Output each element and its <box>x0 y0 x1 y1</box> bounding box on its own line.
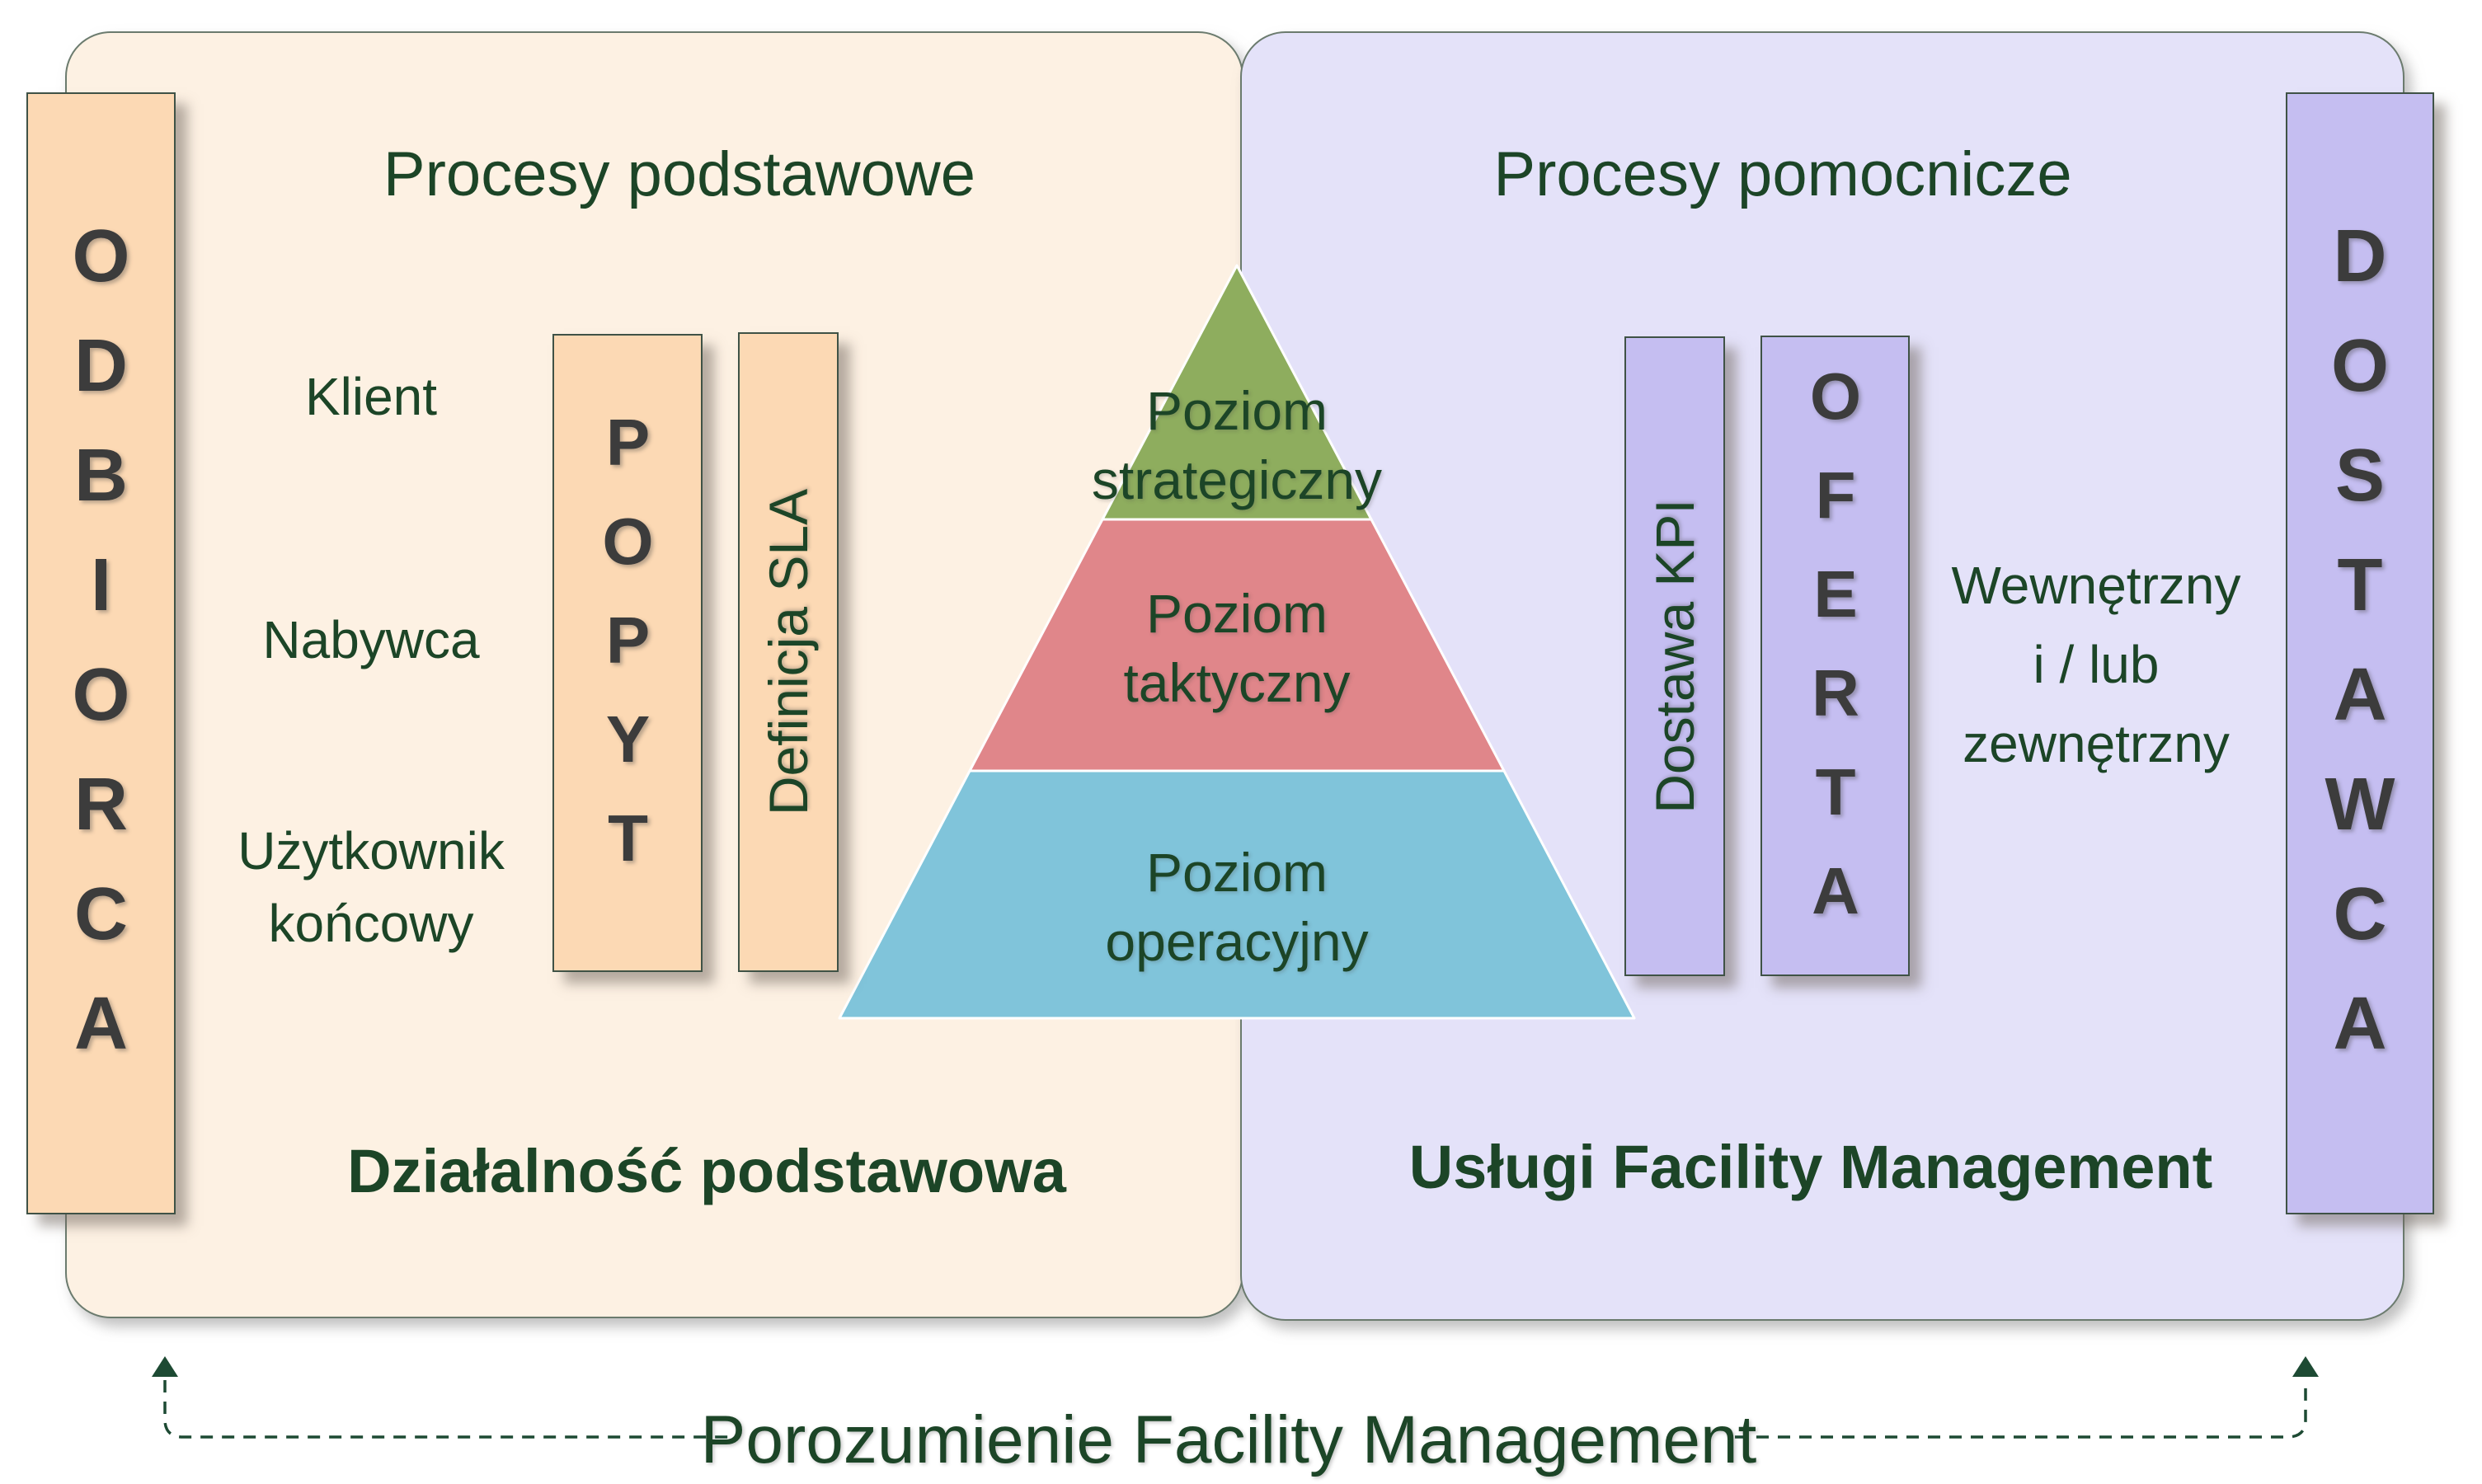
tactical-level-line-1: Poziom <box>1145 583 1328 644</box>
supplier-bar-label: DOSTAWCA <box>2319 214 2401 1092</box>
core-activity-footer: Działalność podstawowa <box>347 1137 1066 1205</box>
operational-level-line-1: Poziom <box>1145 842 1328 903</box>
strategic-level-line-2: strategiczny <box>1091 449 1383 510</box>
support-processes-heading: Procesy pomocnicze <box>1493 139 2072 209</box>
sla-definition-bar-label: Definicja SLA <box>758 488 819 816</box>
note-line-2: i / lub <box>2033 635 2160 694</box>
strategic-level-line-1: Poziom <box>1145 380 1328 441</box>
note-line-1: Wewnętrzny <box>1951 556 2241 615</box>
role-buyer-label: Nabywca <box>107 603 635 676</box>
operational-level-line-2: operacyjny <box>1105 911 1369 972</box>
kpi-delivery-bar: Dostawa KPI <box>1624 336 1725 976</box>
pyramid-operational-section <box>838 769 1636 1020</box>
role-end-user-line-1: Użytkownik <box>237 821 505 881</box>
sla-definition-bar: Definicja SLA <box>738 332 839 972</box>
fm-agreement-label: Porozumienie Facility Management <box>700 1402 1757 1477</box>
role-buyer-line: Nabywca <box>262 610 480 669</box>
internal-external-note: Wewnętrzny i / lub zewnętrzny <box>1807 546 2385 783</box>
kpi-delivery-bar-label: Dostawa KPI <box>1644 499 1705 814</box>
dashed-connector-line-right <box>1735 1380 2307 1439</box>
dashed-connector-line-left <box>163 1380 731 1439</box>
offer-bar: OFERTA <box>1760 336 1910 976</box>
offer-bar-label: OFERTA <box>1798 359 1873 953</box>
role-client-label: Klient <box>107 360 635 433</box>
demand-bar: POPYT <box>552 334 703 972</box>
role-end-user-line-2: końcowy <box>268 894 474 953</box>
recipient-bar: ODBIORCA <box>26 92 176 1214</box>
role-end-user-label: Użytkownik końcowy <box>107 815 635 960</box>
strategic-level-label: Poziom strategiczny <box>866 376 1608 514</box>
operational-level-label: Poziom operacyjny <box>866 838 1608 976</box>
recipient-bar-label: ODBIORCA <box>59 214 143 1092</box>
demand-bar-label: POPYT <box>591 406 665 900</box>
up-arrow-icon-left <box>152 1356 178 1377</box>
tactical-level-line-2: taktyczny <box>1123 652 1351 713</box>
role-client-line: Klient <box>304 367 438 426</box>
supplier-bar: DOSTAWCA <box>2286 92 2434 1214</box>
tactical-level-label: Poziom taktyczny <box>866 579 1608 717</box>
core-processes-heading: Procesy podstawowe <box>383 139 976 209</box>
fm-services-footer: Usługi Facility Management <box>1408 1133 2213 1201</box>
note-line-3: zewnętrzny <box>1963 714 2230 773</box>
up-arrow-icon-right <box>2292 1356 2319 1377</box>
